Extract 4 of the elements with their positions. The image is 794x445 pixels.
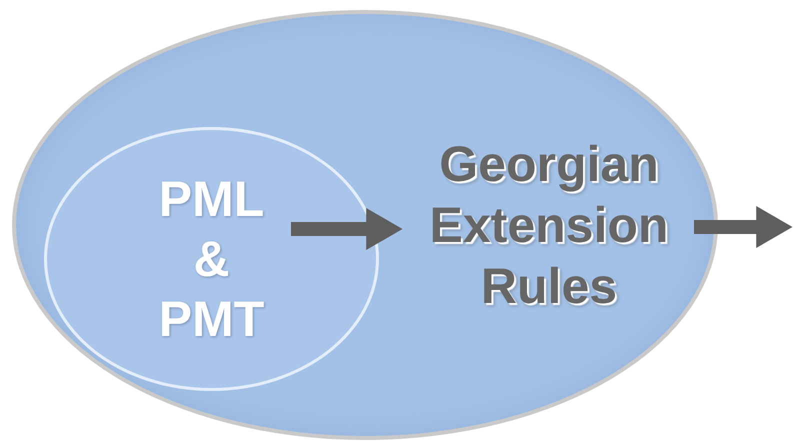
arrow	[291, 208, 403, 250]
region-label: PML & PMT	[158, 170, 266, 349]
region-label: Georgian Extension Rules	[404, 134, 694, 317]
arrow	[694, 206, 793, 248]
